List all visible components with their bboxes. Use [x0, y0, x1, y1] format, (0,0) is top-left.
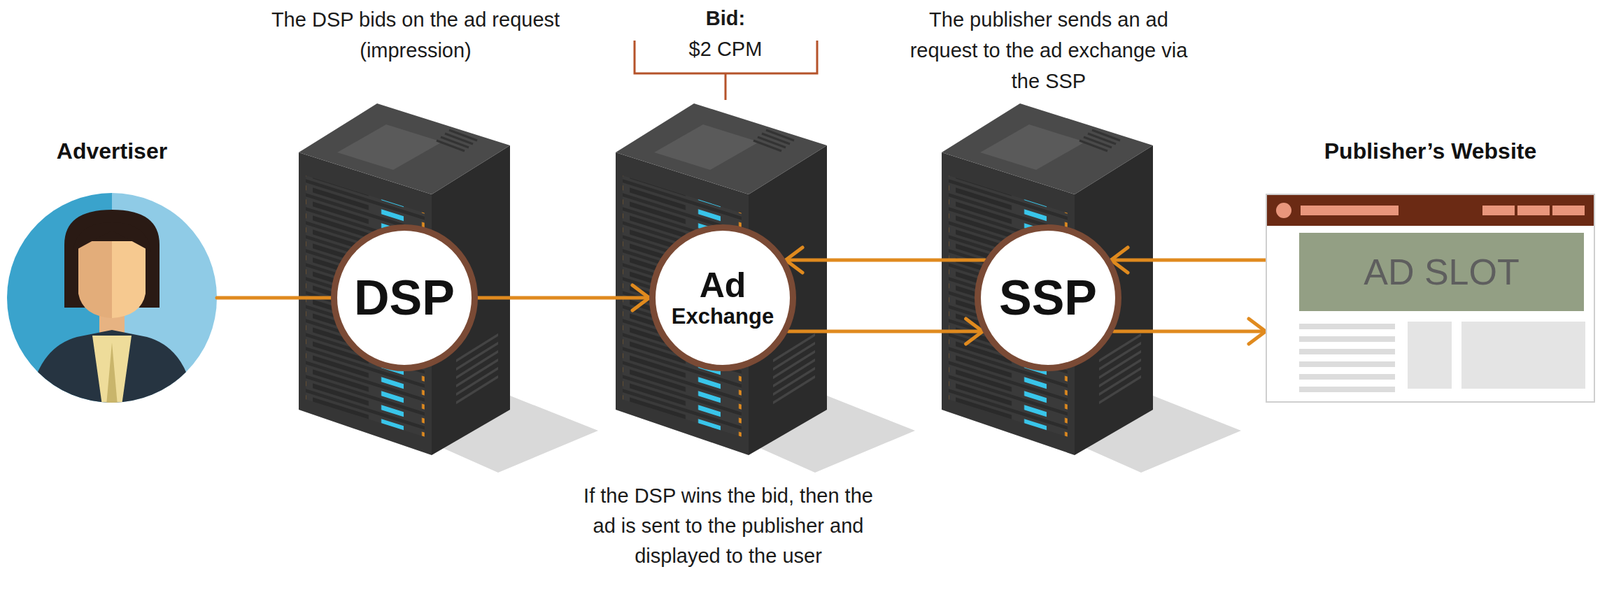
flow-arrow	[477, 285, 650, 311]
arrow-line	[785, 258, 986, 263]
flow-arrow	[787, 319, 983, 345]
arrow-line	[216, 296, 331, 301]
bid-label: Bid:	[648, 4, 803, 33]
exchange-server	[615, 103, 916, 473]
ssp-node: SSP	[974, 224, 1122, 372]
node-heading: Advertiser	[6, 137, 217, 166]
ssp-server	[941, 103, 1242, 473]
node-label: Ad	[699, 266, 747, 305]
flow-arrow	[1113, 319, 1266, 345]
node-label: DSP	[354, 271, 455, 325]
arrow-head	[632, 285, 650, 311]
node-label: Exchange	[671, 304, 774, 330]
node-heading: Publisher’s Website	[1265, 137, 1596, 166]
dsp-server	[298, 103, 599, 473]
publisher-website-node: Publisher’s Website AD SLOT	[1265, 137, 1596, 403]
ad-exchange-node: AdExchange	[649, 224, 797, 372]
step-note: The publisher sends an ad request to the…	[901, 4, 1196, 97]
arrow-head	[1248, 319, 1266, 345]
ad-slot: AD SLOT	[1299, 232, 1584, 312]
arrow-line	[477, 296, 650, 301]
step-note: The DSP bids on the ad request (impressi…	[265, 4, 566, 66]
flow-arrow	[1110, 247, 1266, 273]
step-note: If the DSP wins the bid, then the ad is …	[579, 481, 878, 572]
arrow-line	[1113, 330, 1266, 334]
dsp-node: DSP	[330, 224, 478, 372]
node-label: SSP	[999, 271, 1097, 325]
bid-value: $2 CPM	[648, 34, 803, 63]
node-shape	[6, 193, 217, 403]
arrow-line	[787, 330, 983, 334]
advertiser-node: Advertiser	[6, 137, 217, 403]
arrow-line	[1110, 258, 1266, 263]
node-label: AD SLOT	[1363, 251, 1520, 294]
advertiser-avatar	[6, 193, 217, 420]
flow-arrow	[785, 247, 986, 273]
flow-arrow	[216, 298, 331, 299]
